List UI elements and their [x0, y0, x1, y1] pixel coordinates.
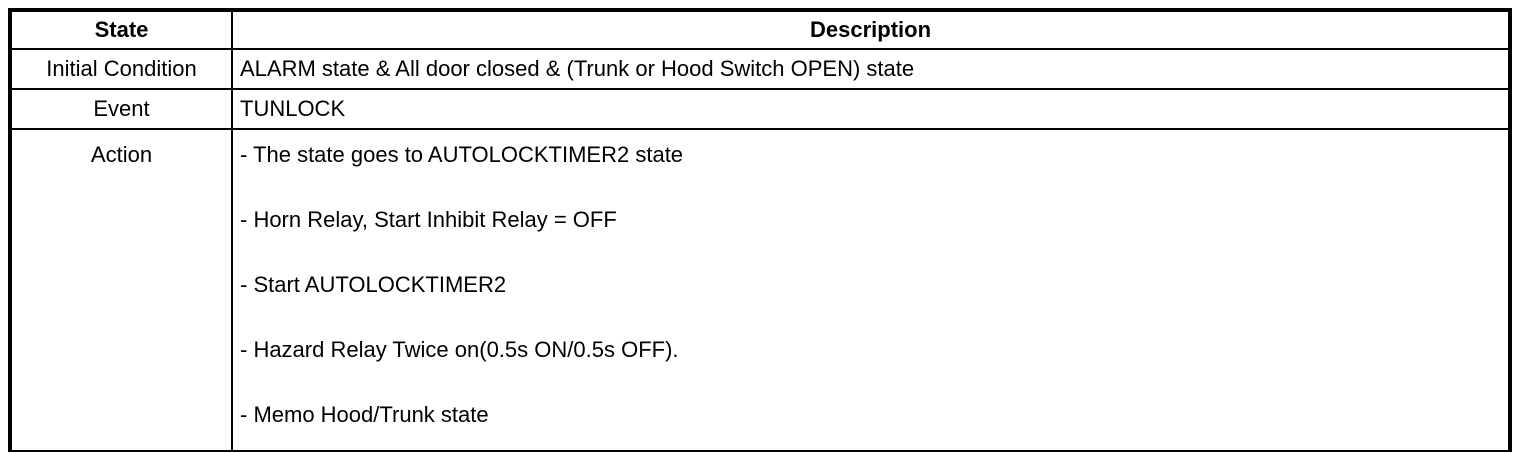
action-description-cell: - The state goes to AUTOLOCKTIMER2 state…: [231, 128, 1511, 452]
row-label-initial-condition: Initial Condition: [9, 48, 233, 90]
row-label-event: Event: [9, 88, 233, 130]
action-line: - Start AUTOLOCKTIMER2: [240, 272, 507, 297]
row-label-action: Action: [9, 128, 233, 452]
event-description: TUNLOCK: [231, 88, 1511, 130]
column-header-state: State: [9, 9, 233, 50]
column-header-description: Description: [231, 9, 1511, 50]
action-line: - Horn Relay, Start Inhibit Relay = OFF: [240, 207, 617, 232]
action-line: - Memo Hood/Trunk state: [240, 402, 489, 427]
table-header-row: State Description: [9, 9, 1511, 50]
table-row-action: Action - The state goes to AUTOLOCKTIMER…: [9, 128, 1511, 452]
initial-condition-description: ALARM state & All door closed & (Trunk o…: [231, 48, 1511, 90]
table-row-event: Event TUNLOCK: [9, 88, 1511, 130]
state-description-table: State Description Initial Condition ALAR…: [8, 8, 1512, 452]
table-row-initial-condition: Initial Condition ALARM state & All door…: [9, 48, 1511, 90]
action-line: - Hazard Relay Twice on(0.5s ON/0.5s OFF…: [240, 337, 679, 362]
action-line: - The state goes to AUTOLOCKTIMER2 state: [240, 142, 684, 167]
